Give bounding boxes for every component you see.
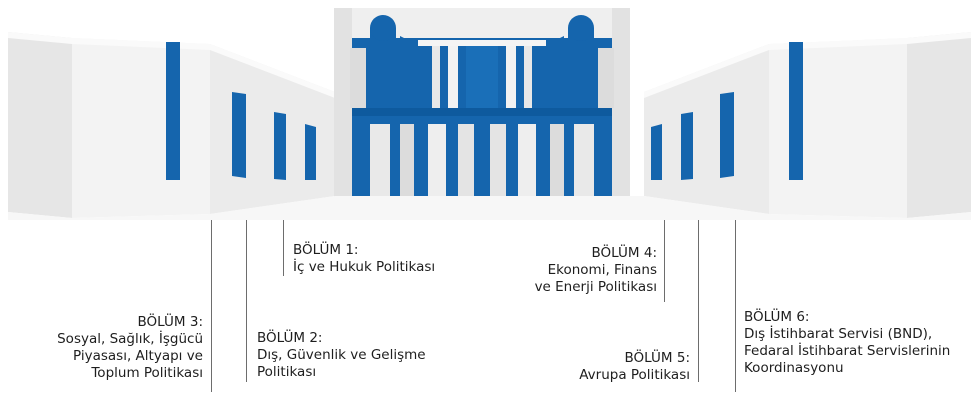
section-2-label: BÖLÜM 2: Dış, Güvenlik ve Gelişme Politi… bbox=[257, 330, 426, 381]
section-4-description: Ekonomi, Finans ve Enerji Politikası bbox=[534, 262, 657, 295]
leader-line-section-1 bbox=[283, 220, 284, 276]
left-wing bbox=[8, 32, 335, 218]
section-3-description: Sosyal, Sağlık, İşgücü Piyasası, Altyapı… bbox=[57, 331, 203, 381]
section-1-label: BÖLÜM 1: İç ve Hukuk Politikası bbox=[293, 242, 435, 276]
section-1-title: BÖLÜM 1: bbox=[293, 242, 359, 258]
section-6-description: Dış İstihbarat Servisi (BND), Fedaral İs… bbox=[744, 326, 951, 376]
section-5-title: BÖLÜM 5: bbox=[624, 350, 690, 366]
leader-line-section-4 bbox=[664, 220, 665, 302]
section-4-label: BÖLÜM 4: Ekonomi, Finans ve Enerji Polit… bbox=[535, 245, 657, 296]
section-2-title: BÖLÜM 2: bbox=[257, 330, 323, 346]
section-2-description: Dış, Güvenlik ve Gelişme Politikası bbox=[257, 347, 426, 380]
leader-line-section-3 bbox=[211, 220, 212, 392]
section-3-title: BÖLÜM 3: bbox=[137, 314, 203, 330]
chancellery-building bbox=[8, 8, 971, 220]
leader-line-section-6 bbox=[735, 220, 736, 392]
right-wing bbox=[644, 32, 971, 218]
section-6-title: BÖLÜM 6: bbox=[744, 309, 810, 325]
section-1-description: İç ve Hukuk Politikası bbox=[293, 259, 436, 275]
section-4-title: BÖLÜM 4: bbox=[591, 245, 657, 261]
section-5-description: Avrupa Politikası bbox=[579, 367, 690, 383]
section-3-label: BÖLÜM 3: Sosyal, Sağlık, İşgücü Piyasası… bbox=[57, 314, 203, 382]
leader-line-section-2 bbox=[246, 220, 247, 382]
central-block bbox=[334, 8, 630, 198]
section-5-label: BÖLÜM 5: Avrupa Politikası bbox=[579, 350, 690, 384]
section-6-label: BÖLÜM 6: Dış İstihbarat Servisi (BND), F… bbox=[744, 309, 950, 377]
leader-line-section-5 bbox=[698, 220, 699, 382]
